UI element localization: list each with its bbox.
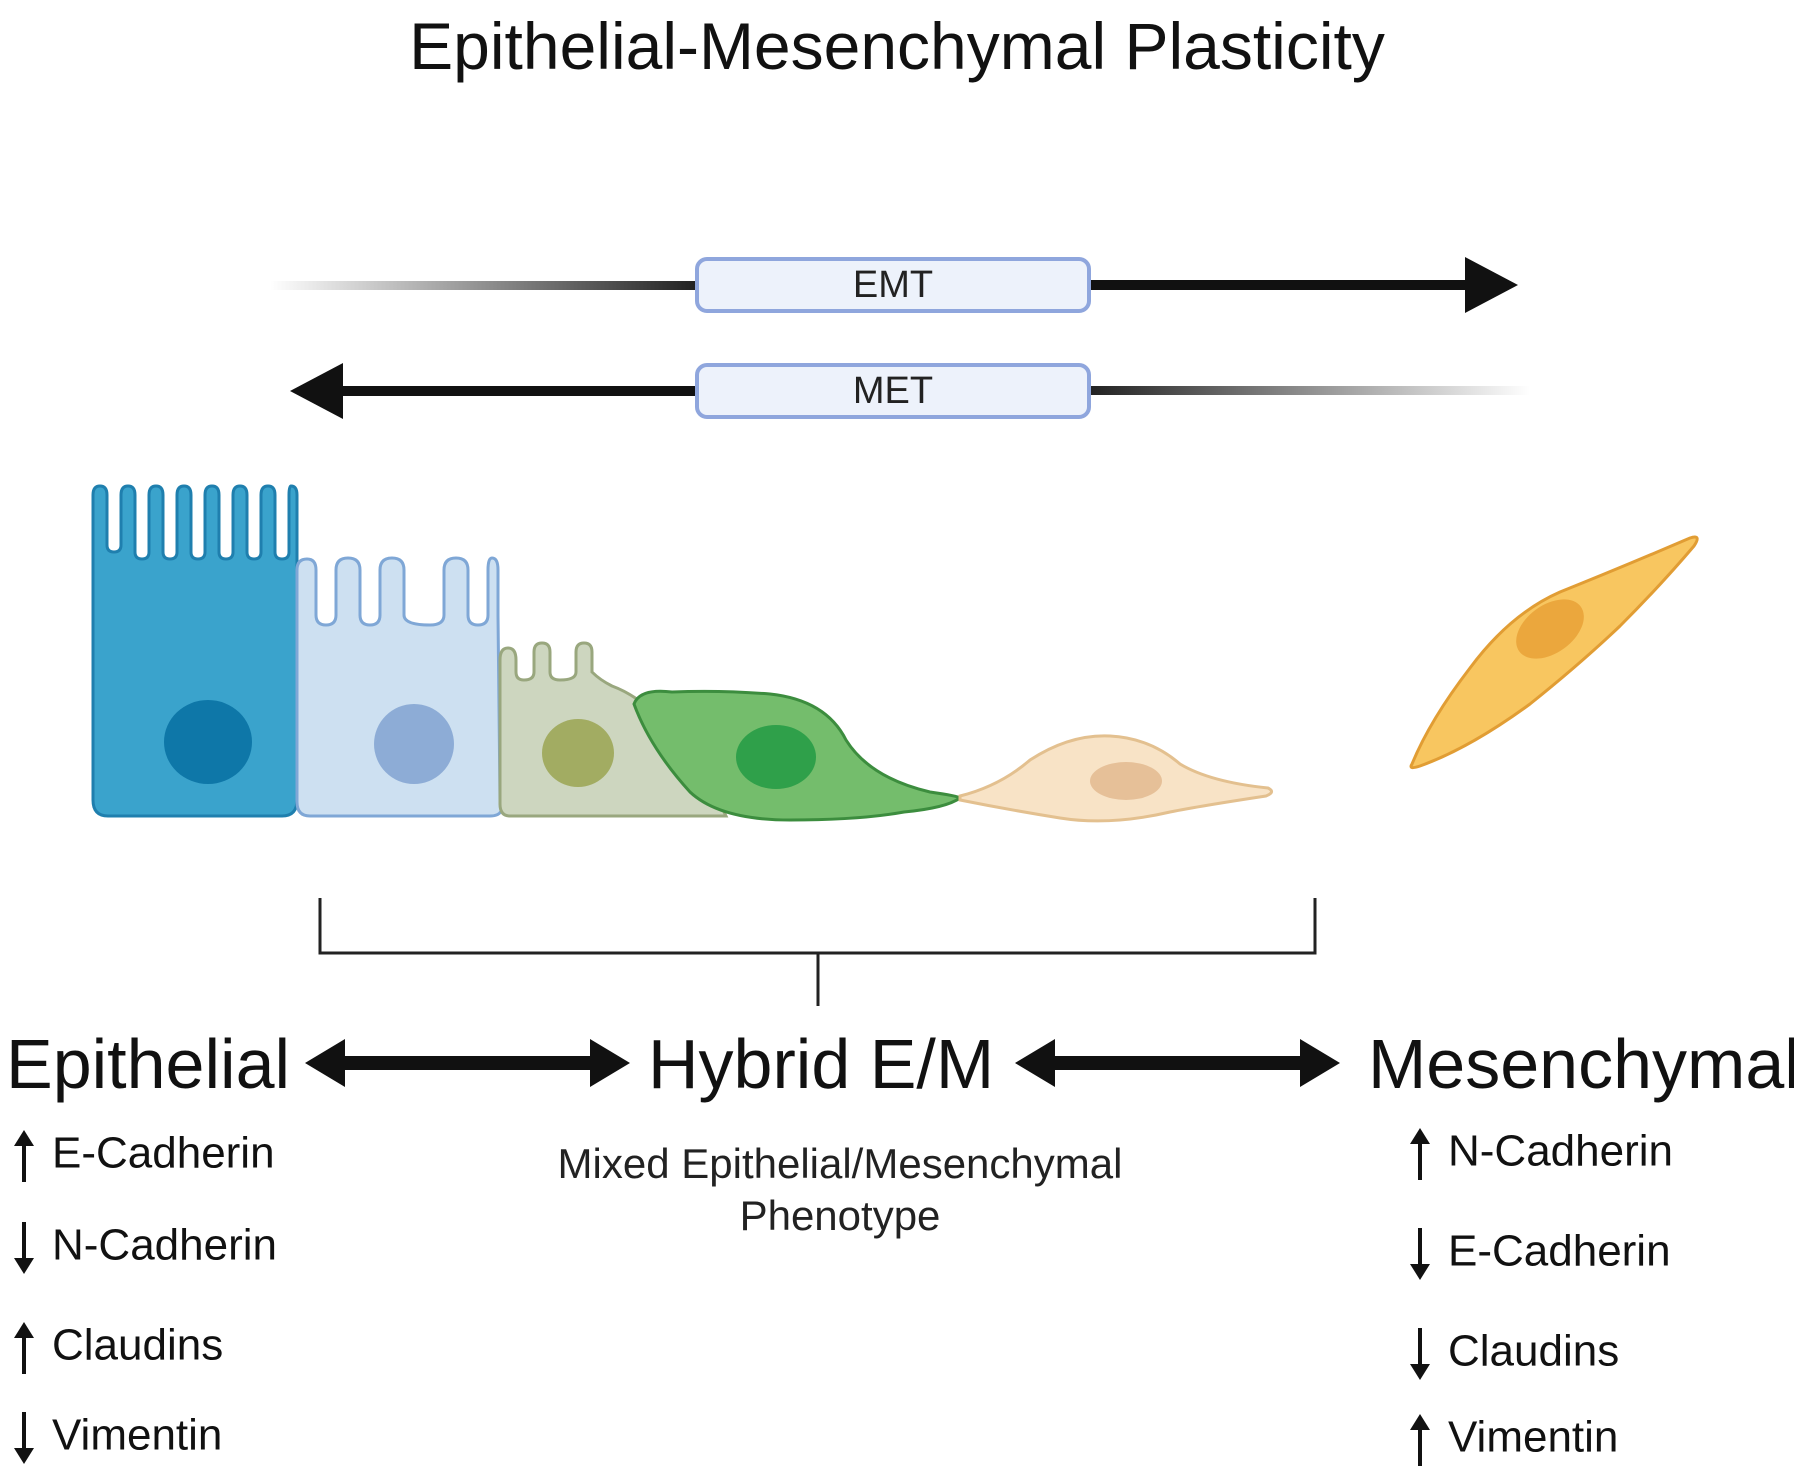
met-label: MET (852, 370, 934, 412)
hybrid-label: Hybrid E/M (648, 1025, 995, 1103)
up-arrow-icon (1410, 1414, 1430, 1466)
marker-name: E-Cadherin (52, 1128, 275, 1178)
marker-name: Claudins (1448, 1326, 1620, 1376)
marker-name: Vimentin (1448, 1412, 1619, 1462)
hybrid-bracket (318, 898, 1317, 1006)
hybrid-cell-intermediate (632, 689, 963, 822)
mesenchymal-marker: Vimentin (1406, 1412, 1618, 1468)
marker-name: E-Cadherin (1448, 1226, 1671, 1276)
epithelial-cell-cuboidal (295, 556, 504, 818)
epithelial-hybrid-double-arrow (305, 1039, 630, 1087)
epithelial-marker: Vimentin (10, 1410, 222, 1466)
epithelial-marker: E-Cadherin (10, 1128, 275, 1184)
emt-arrow (270, 257, 1518, 313)
up-arrow-icon (14, 1322, 34, 1374)
epithelial-marker: N-Cadherin (10, 1220, 277, 1276)
mesenchymal-label: Mesenchymal (1368, 1025, 1794, 1103)
epithelial-label: Epithelial (6, 1025, 291, 1103)
met-pill (695, 363, 1091, 419)
cell-nucleus (736, 725, 816, 789)
mesenchymal-marker: E-Cadherin (1406, 1226, 1671, 1282)
mesenchymal-marker: N-Cadherin (1406, 1126, 1673, 1182)
up-arrow-icon (14, 1130, 34, 1182)
hybrid-cell-late (958, 734, 1273, 823)
hybrid-cell-early (498, 641, 729, 818)
emt-label: EMT (852, 264, 934, 306)
page-title: Epithelial-Mesenchymal Plasticity (409, 9, 1385, 83)
hybrid-description-line1: Mixed Epithelial/Mesenchymal (557, 1140, 1123, 1187)
epithelial-marker: Claudins (10, 1320, 223, 1376)
marker-name: N-Cadherin (52, 1220, 277, 1270)
marker-name: Vimentin (52, 1410, 223, 1460)
met-arrow (290, 363, 1530, 419)
marker-name: N-Cadherin (1448, 1126, 1673, 1176)
up-arrow-icon (1410, 1128, 1430, 1180)
emt-pill (695, 257, 1091, 313)
epithelial-cell-columnar (91, 484, 299, 818)
hybrid-description: Mixed Epithelial/Mesenchymal Phenotype (500, 1138, 1180, 1242)
cell-nucleus (1516, 599, 1584, 659)
cell-nucleus (542, 719, 614, 787)
hybrid-description-line2: Phenotype (739, 1192, 941, 1239)
marker-name: Claudins (52, 1320, 224, 1370)
cell-nucleus (1090, 762, 1162, 800)
down-arrow-icon (14, 1412, 34, 1464)
down-arrow-icon (1410, 1328, 1430, 1380)
mesenchymal-marker: Claudins (1406, 1326, 1619, 1382)
hybrid-mesenchymal-double-arrow (1015, 1039, 1340, 1087)
down-arrow-icon (1410, 1228, 1430, 1280)
cell-nucleus (164, 700, 252, 784)
down-arrow-icon (14, 1222, 34, 1274)
mesenchymal-cell (1409, 535, 1699, 770)
cell-nucleus (374, 704, 454, 784)
